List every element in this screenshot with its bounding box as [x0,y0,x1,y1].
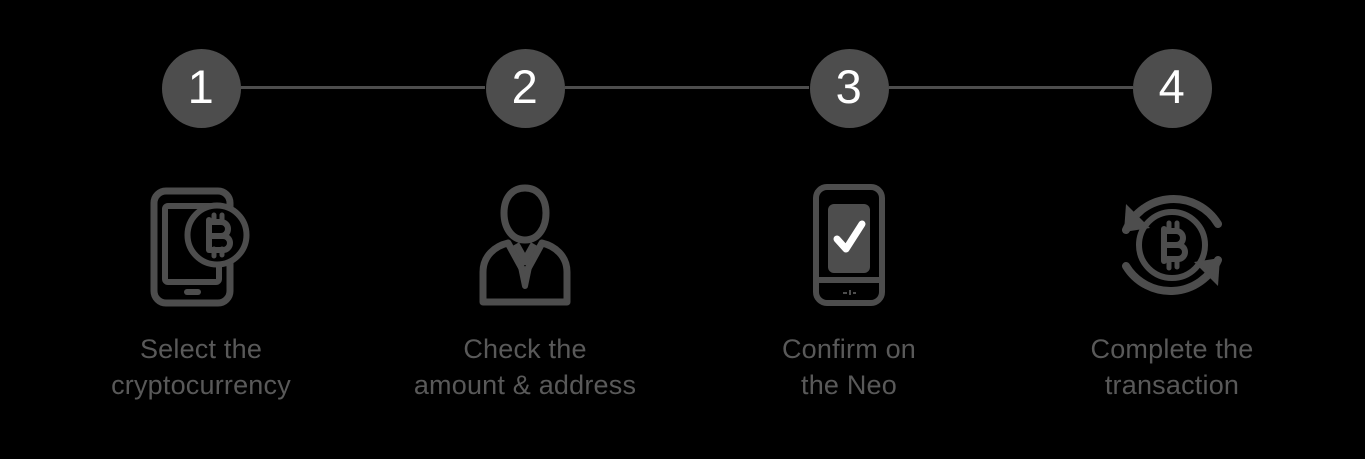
person-business-icon [475,182,575,308]
connector-line-2-3 [565,86,809,89]
step-4-badge[interactable]: 4 [1022,48,1322,128]
step-3-number: 3 [809,48,889,128]
step-2-number: 2 [485,48,565,128]
step-2-caption: Check the amount & address [413,334,637,400]
step-item-1[interactable]: 1 Sele [51,0,351,459]
step-1-badge[interactable]: 1 [51,48,351,128]
step-1-caption: Select the cryptocurrency [111,334,291,400]
step-3-badge[interactable]: 3 [699,48,999,128]
step-4-number: 4 [1132,48,1212,128]
step-3-icon-slot [699,182,999,308]
connector-line-1-2 [241,86,485,89]
step-4-caption: Complete the transaction [1090,334,1254,400]
step-item-3[interactable]: 3 Confirm on the Neo [699,0,999,459]
hardware-wallet-check-icon [801,182,897,308]
bitcoin-exchange-arrows-icon [1112,182,1232,308]
step-3-caption: Confirm on the Neo [781,334,917,400]
step-4-icon-slot [1022,182,1322,308]
connector-line-3-4 [889,86,1133,89]
step-1-number: 1 [161,48,241,128]
step-2-icon-slot [375,182,675,308]
step-item-4[interactable]: 4 Complete the transaction [1022,0,1322,459]
step-2-badge[interactable]: 2 [375,48,675,128]
phone-bitcoin-icon [143,182,259,308]
step-1-icon-slot [51,182,351,308]
step-item-2[interactable]: 2 Check the amount & address [375,0,675,459]
